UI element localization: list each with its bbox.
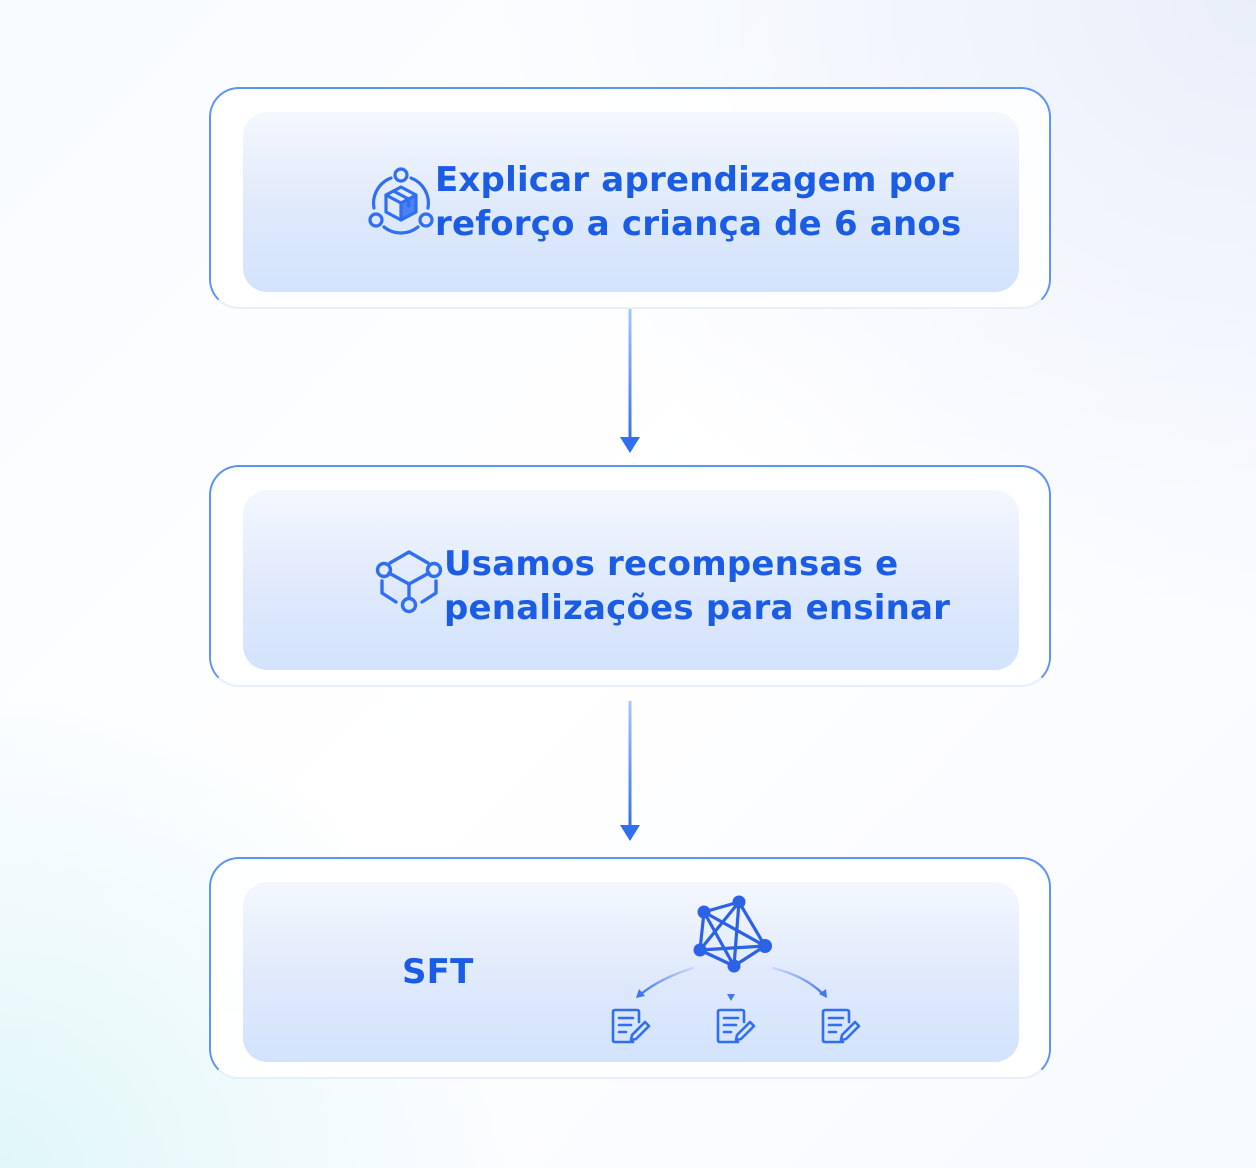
step-2-line-2: penalizações para ensinar — [444, 588, 951, 628]
step-2-line-1: Usamos recompensas e — [444, 544, 899, 584]
arrow-connector-1 — [620, 309, 640, 453]
document-edit-icon — [716, 1008, 756, 1044]
step-panel-2: Usamos recompensas e penalizações para e… — [243, 490, 1019, 670]
step-2-label: Usamos recompensas e penalizações para e… — [444, 542, 950, 630]
sft-model-graphic — [611, 895, 861, 1044]
step-panel-3: SFT — [243, 882, 1019, 1062]
document-edit-icon — [611, 1008, 651, 1044]
sft-label: SFT — [402, 952, 474, 992]
step-1-line-2: reforço a criança de 6 anos — [435, 204, 962, 244]
cube-network-icon — [368, 167, 434, 235]
step-1-label: Explicar aprendizagem por reforço a cria… — [435, 158, 961, 246]
step-card-3: SFT — [209, 857, 1051, 1079]
step-card-1: Explicar aprendizagem por reforço a cria… — [209, 87, 1051, 309]
step-panel-1: Explicar aprendizagem por reforço a cria… — [243, 112, 1019, 292]
hexagon-nodes-icon — [375, 550, 443, 614]
arrow-connector-2 — [620, 701, 640, 841]
step-card-2: Usamos recompensas e penalizações para e… — [209, 465, 1051, 687]
document-edit-icon — [821, 1008, 861, 1044]
step-1-line-1: Explicar aprendizagem por — [435, 160, 954, 200]
neural-network-icon — [693, 895, 772, 973]
